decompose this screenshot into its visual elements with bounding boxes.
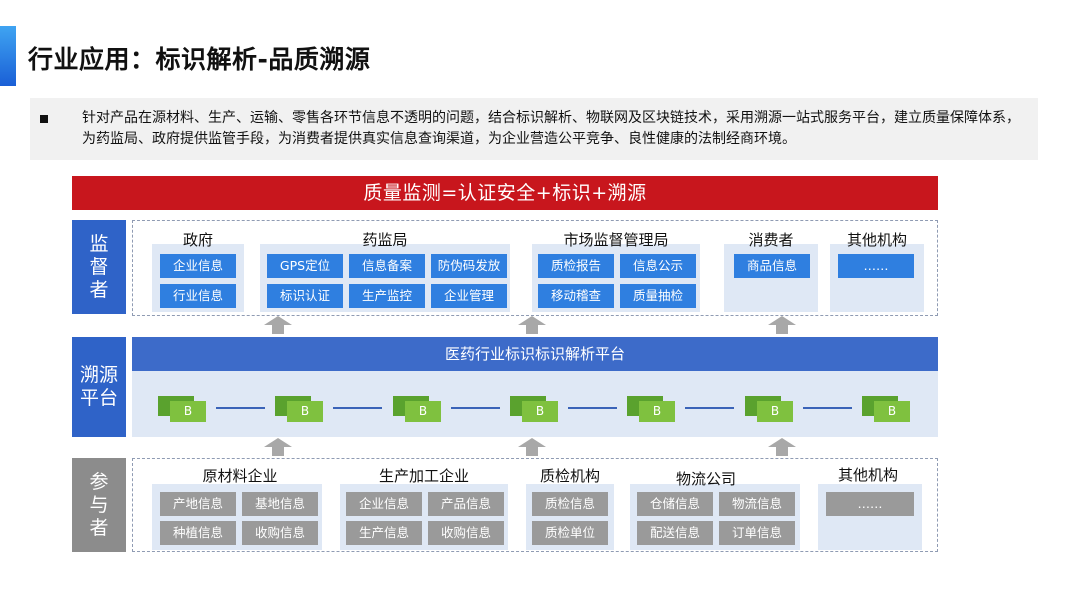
group-title-other-supervisor: 其他机构: [846, 231, 908, 249]
sup-market-item-0[interactable]: 质检报告: [538, 254, 614, 278]
node-link: [568, 407, 617, 409]
par-log-item-1[interactable]: 物流信息: [719, 492, 795, 516]
sup-drug-item-2[interactable]: 防伪码发放: [431, 254, 507, 278]
sup-other-item-0[interactable]: ……: [838, 254, 914, 278]
node-label: B: [522, 401, 558, 422]
group-title-government: 政府: [182, 231, 214, 249]
tier-label-supervisor: 监督者: [72, 220, 126, 314]
par-insp-item-0[interactable]: 质检信息: [532, 492, 608, 516]
group-title-logistics: 物流公司: [675, 470, 737, 488]
par-other-item-0[interactable]: ……: [826, 492, 914, 516]
node-link: [685, 407, 734, 409]
group-title-drug-admin: 药监局: [362, 231, 408, 249]
par-proc-item-0[interactable]: 企业信息: [346, 492, 422, 516]
node-label: B: [639, 401, 675, 422]
node-link: [451, 407, 500, 409]
tier-label-platform: 溯源平台: [72, 337, 126, 437]
sup-drug-item-3[interactable]: 标识认证: [267, 284, 343, 308]
group-title-raw-material: 原材料企业: [202, 467, 278, 485]
up-arrow-icon: [264, 316, 292, 334]
bullet-icon: [40, 115, 48, 123]
group-title-consumer: 消费者: [748, 231, 794, 249]
up-arrow-icon: [768, 438, 796, 456]
group-title-market-admin: 市场监督管理局: [563, 231, 669, 249]
par-raw-item-0[interactable]: 产地信息: [160, 492, 236, 516]
node-link: [216, 407, 265, 409]
sup-drug-item-0[interactable]: GPS定位: [267, 254, 343, 278]
sup-drug-item-1[interactable]: 信息备案: [349, 254, 425, 278]
title-accent-bar: [0, 26, 16, 86]
blockchain-node[interactable]: B: [510, 396, 558, 422]
node-label: B: [405, 401, 441, 422]
up-arrow-icon: [518, 316, 546, 334]
blockchain-node[interactable]: B: [745, 396, 793, 422]
node-label: B: [170, 401, 206, 422]
sup-gov-item-0[interactable]: 企业信息: [160, 254, 236, 278]
node-label: B: [287, 401, 323, 422]
par-raw-item-1[interactable]: 基地信息: [242, 492, 318, 516]
node-label: B: [874, 401, 910, 422]
par-log-item-3[interactable]: 订单信息: [719, 521, 795, 545]
group-title-inspection: 质检机构: [539, 467, 601, 485]
up-arrow-icon: [518, 438, 546, 456]
sup-drug-item-4[interactable]: 生产监控: [349, 284, 425, 308]
sup-market-item-3[interactable]: 质量抽检: [620, 284, 696, 308]
tier-label-participant: 参与者: [72, 458, 126, 552]
par-raw-item-2[interactable]: 种植信息: [160, 521, 236, 545]
group-title-other-participant: 其他机构: [837, 466, 899, 484]
node-label: B: [757, 401, 793, 422]
page-title: 行业应用：标识解析-品质溯源: [28, 45, 371, 74]
sup-gov-item-1[interactable]: 行业信息: [160, 284, 236, 308]
par-proc-item-1[interactable]: 产品信息: [428, 492, 504, 516]
platform-title: 医药行业标识标识解析平台: [132, 337, 938, 371]
par-log-item-2[interactable]: 配送信息: [637, 521, 713, 545]
blockchain-node[interactable]: B: [393, 396, 441, 422]
group-title-processing: 生产加工企业: [378, 467, 470, 485]
participant-frame: [132, 458, 938, 552]
par-insp-item-1[interactable]: 质检单位: [532, 521, 608, 545]
par-log-item-0[interactable]: 仓储信息: [637, 492, 713, 516]
node-link: [803, 407, 852, 409]
par-proc-item-3[interactable]: 收购信息: [428, 521, 504, 545]
up-arrow-icon: [768, 316, 796, 334]
supervisor-frame: [132, 220, 938, 316]
sup-consumer-item-0[interactable]: 商品信息: [734, 254, 810, 278]
blockchain-node[interactable]: B: [627, 396, 675, 422]
blockchain-node[interactable]: B: [158, 396, 206, 422]
quality-banner: 质量监测=认证安全+标识+溯源: [72, 176, 938, 210]
par-raw-item-3[interactable]: 收购信息: [242, 521, 318, 545]
blockchain-node[interactable]: B: [275, 396, 323, 422]
sup-market-item-1[interactable]: 信息公示: [620, 254, 696, 278]
up-arrow-icon: [264, 438, 292, 456]
intro-box: 针对产品在源材料、生产、运输、零售各环节信息不透明的问题，结合标识解析、物联网及…: [30, 98, 1038, 160]
intro-text: 针对产品在源材料、生产、运输、零售各环节信息不透明的问题，结合标识解析、物联网及…: [82, 110, 1020, 147]
sup-drug-item-5[interactable]: 企业管理: [431, 284, 507, 308]
blockchain-node[interactable]: B: [862, 396, 910, 422]
sup-market-item-2[interactable]: 移动稽查: [538, 284, 614, 308]
par-proc-item-2[interactable]: 生产信息: [346, 521, 422, 545]
node-link: [333, 407, 382, 409]
